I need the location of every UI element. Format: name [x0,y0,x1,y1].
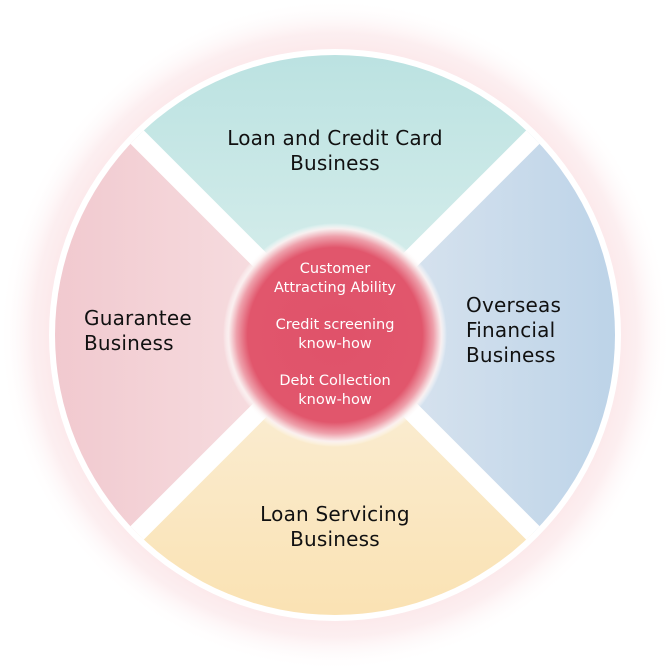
segment-label-line: Business [290,527,380,551]
segment-label-line: Business [290,151,380,175]
segment-label-line: Overseas [466,293,562,317]
core-item-line: Attracting Ability [273,280,397,296]
segment-label-line: Loan and Credit Card [227,126,443,150]
segment-label-line: Business [466,343,556,367]
segment-label-bottom: Loan Servicing Business [185,502,485,552]
segment-label-line: Loan Servicing [260,502,410,526]
segment-label-left: Guarantee Business [84,306,224,356]
segment-label-line: Guarantee [84,306,192,330]
core-item-line: Customer [299,261,371,277]
core-item-credit-screening: Credit screening know-how [235,316,435,354]
segment-label-right: Overseas Financial Business [466,293,590,368]
core-item-customer-attracting: Customer Attracting Ability [235,260,435,298]
core-item-line: Debt Collection [279,373,391,389]
segment-label-line: Business [84,331,174,355]
segment-label-top: Loan and Credit Card Business [185,126,485,176]
core-circle [223,223,447,447]
core-item-debt-collection: Debt Collection know-how [235,372,435,410]
segment-label-line: Financial [466,318,556,342]
core-item-line: know-how [298,392,372,408]
core-item-line: Credit screening [275,317,395,333]
core-item-line: know-how [298,336,372,352]
